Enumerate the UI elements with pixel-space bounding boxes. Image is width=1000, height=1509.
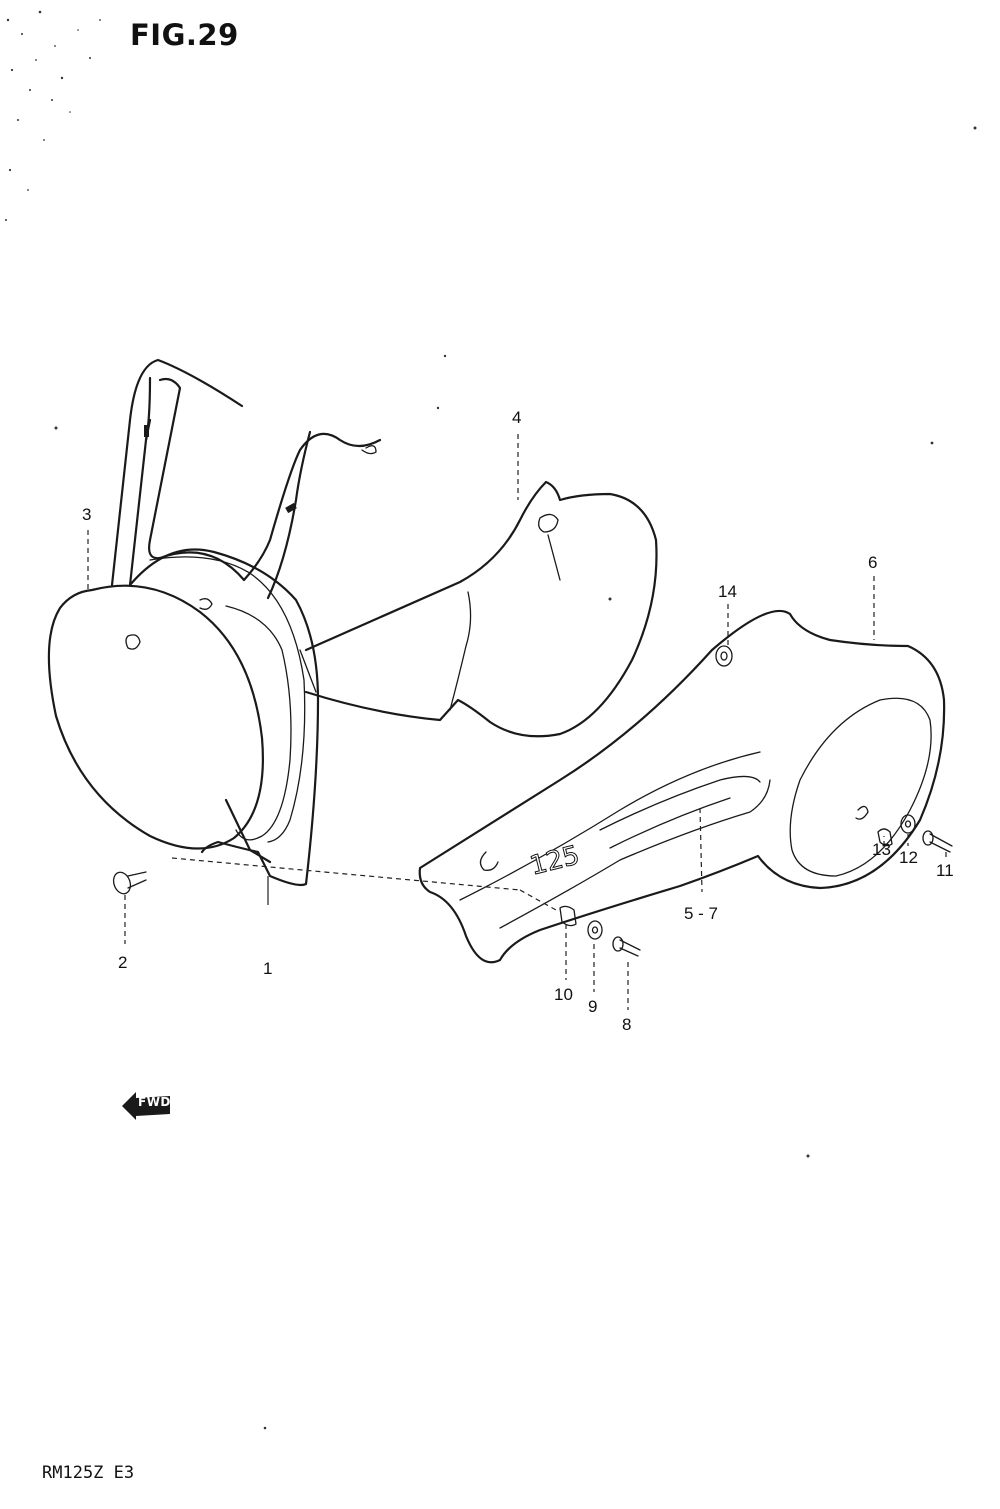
callout-13: 13: [872, 840, 891, 859]
callout-8: 8: [622, 1015, 632, 1034]
callout-11: 11: [936, 861, 954, 880]
leader-lines: [87, 434, 947, 1010]
figure-title: FIG.29: [130, 18, 239, 52]
forward-direction-label: FWD: [138, 1095, 171, 1109]
part-5-7-right-side-cover: [418, 609, 946, 964]
part-11-screw: [922, 830, 953, 853]
callout-3: 3: [82, 505, 92, 524]
part-4-left-side-cover: [299, 480, 658, 738]
part-14-grommet: [715, 645, 733, 667]
part-10-collar: [559, 905, 577, 927]
callout-5-7: 5 - 7: [684, 904, 719, 923]
scan-noise: [5, 10, 977, 1430]
part-1-number-plate-bracket: [110, 358, 382, 887]
callout-9: 9: [588, 997, 598, 1016]
part-13-collar: [877, 828, 893, 847]
callout-10: 10: [554, 985, 573, 1004]
callout-2: 2: [118, 953, 128, 972]
part-2-screw: [112, 871, 147, 895]
callout-12: 12: [899, 848, 918, 867]
callout-4: 4: [512, 408, 522, 427]
callout-14: 14: [718, 582, 737, 601]
callout-1: 1: [263, 959, 273, 978]
part-12-washer: [900, 814, 916, 834]
part-9-washer: [587, 920, 603, 940]
callout-6: 6: [868, 553, 878, 572]
forward-direction-arrow-icon: FWD: [120, 1090, 172, 1122]
model-code: RM125Z E3: [42, 1463, 135, 1483]
part-3-number-plate-disc: [47, 584, 264, 850]
part-8-screw: [612, 936, 641, 957]
